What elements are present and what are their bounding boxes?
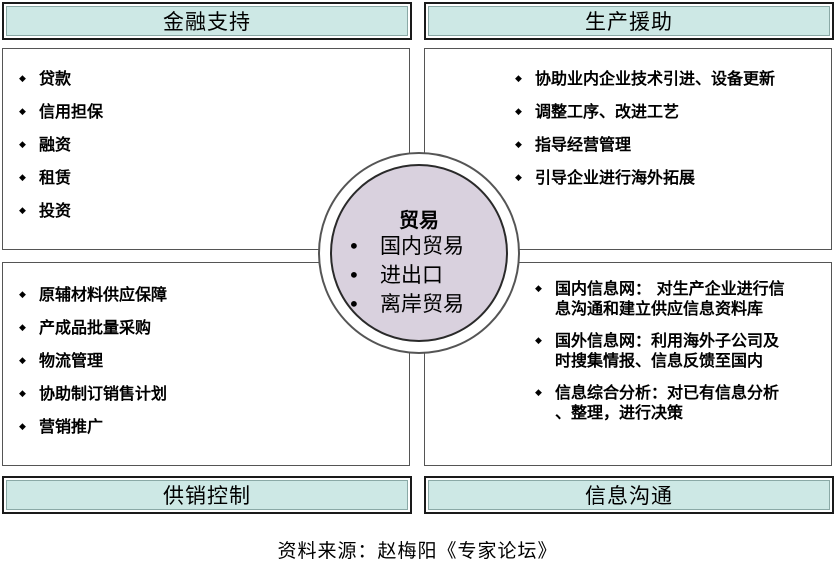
list-item: 指导经营管理	[515, 135, 775, 155]
finance-support-list: 贷款 信用担保 融资 租赁 投资	[19, 69, 103, 221]
center-title: 贸易	[399, 208, 439, 232]
list-item: 信用担保	[19, 102, 103, 122]
list-item: 协助制订销售计划	[19, 384, 167, 404]
list-item: 投资	[19, 201, 103, 221]
list-item-line: 息沟通和建立供应信息资料库	[555, 299, 764, 318]
center-list-item: 进出口	[348, 261, 464, 290]
list-item: 引导企业进行海外拓展	[515, 168, 775, 188]
information-communication-list: 国内信息网： 对生产企业进行信 息沟通和建立供应信息资料库 国外信息网：利用海外…	[535, 279, 785, 423]
supply-sales-control-list: 原辅材料供应保障 产成品批量采购 物流管理 协助制订销售计划 营销推广	[19, 285, 167, 437]
source-caption: 资料来源：赵梅阳《专家论坛》	[277, 540, 558, 562]
panel-finance-support: 贷款 信用担保 融资 租赁 投资	[2, 48, 410, 250]
production-assistance-list: 协助业内企业技术引进、设备更新 调整工序、改进工艺 指导经营管理 引导企业进行海…	[515, 69, 775, 188]
list-item: 贷款	[19, 69, 103, 89]
list-item: 产成品批量采购	[19, 318, 167, 338]
header-information-communication-label: 信息沟通	[585, 484, 673, 508]
header-supply-sales-control-label: 供销控制	[163, 484, 251, 508]
header-finance-support: 金融支持	[2, 2, 412, 40]
list-item: 物流管理	[19, 351, 167, 371]
list-item: 国外信息网：利用海外子公司及 时搜集情报、信息反馈至国内	[535, 331, 785, 371]
list-item: 租赁	[19, 168, 103, 188]
header-production-assistance: 生产援助	[424, 2, 834, 40]
list-item-line: 国外信息网：利用海外子公司及	[555, 331, 780, 350]
list-item-line: 国内信息网： 对生产企业进行信	[555, 279, 785, 298]
list-item-line: 时搜集情报、信息反馈至国内	[555, 351, 764, 370]
center-list-item: 国内贸易	[348, 232, 464, 261]
list-item: 国内信息网： 对生产企业进行信 息沟通和建立供应信息资料库	[535, 279, 785, 319]
header-production-assistance-label: 生产援助	[585, 10, 673, 34]
list-item-line: 信息综合分析：对已有信息分析	[555, 383, 780, 402]
header-supply-sales-control: 供销控制	[2, 476, 412, 514]
list-item: 信息综合分析：对已有信息分析 、整理，进行决策	[535, 383, 785, 423]
panel-production-assistance: 协助业内企业技术引进、设备更新 调整工序、改进工艺 指导经营管理 引导企业进行海…	[424, 48, 832, 250]
list-item: 融资	[19, 135, 103, 155]
list-item: 协助业内企业技术引进、设备更新	[515, 69, 775, 89]
header-finance-support-label: 金融支持	[163, 10, 251, 34]
list-item: 原辅材料供应保障	[19, 285, 167, 305]
list-item: 调整工序、改进工艺	[515, 102, 775, 122]
list-item: 营销推广	[19, 417, 167, 437]
list-item-line: 、整理，进行决策	[555, 403, 684, 422]
center-list: 国内贸易 进出口 离岸贸易	[348, 232, 464, 319]
header-information-communication: 信息沟通	[424, 476, 834, 514]
center-list-item: 离岸贸易	[348, 290, 464, 319]
